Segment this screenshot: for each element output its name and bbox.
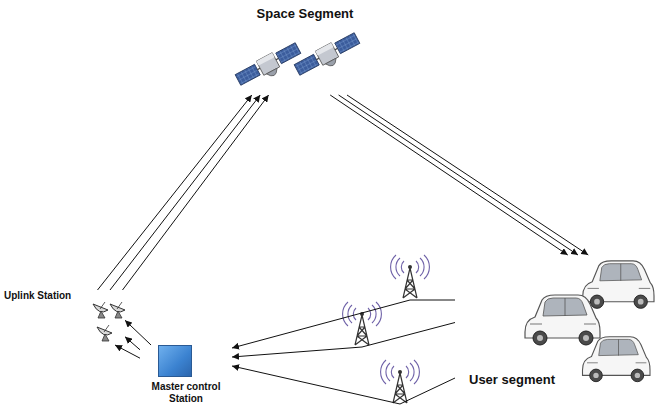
signal-arrow (232, 300, 455, 348)
signal-arrow (115, 345, 140, 358)
segment-group: User segment (455, 255, 660, 405)
signal-arrow (330, 95, 568, 255)
car-sketch (583, 337, 651, 382)
signal-arrow (125, 337, 140, 350)
node-label: Uplink Station (4, 290, 125, 302)
uplink-dish (93, 302, 108, 318)
signal-arrow (110, 95, 260, 290)
uplink-dish (97, 325, 112, 341)
node-label: Space Segment (235, 7, 375, 22)
station-group: Uplink Station (0, 290, 125, 345)
signal-arrow (232, 323, 455, 358)
signal-arrow (123, 95, 269, 290)
radio-tower (381, 360, 420, 403)
satellite-icon (293, 31, 363, 81)
signal-arrow (347, 95, 588, 255)
uplink-dish (110, 302, 125, 318)
node-label: Master control Station (140, 381, 232, 405)
signal-arrow (339, 95, 578, 255)
control-station-block (158, 345, 192, 377)
signal-arrow (232, 366, 455, 404)
car-sketch (583, 261, 654, 309)
segment-group: Space Segment (235, 5, 375, 95)
satellite-icon (234, 41, 304, 91)
car-sketch (525, 295, 600, 345)
radio-tower (343, 302, 382, 345)
control-station: Master control Station (140, 345, 232, 405)
node-label: User segment (469, 373, 660, 388)
radio-tower (391, 255, 430, 298)
signal-arrow (98, 95, 252, 290)
signal-arrow (125, 320, 151, 345)
